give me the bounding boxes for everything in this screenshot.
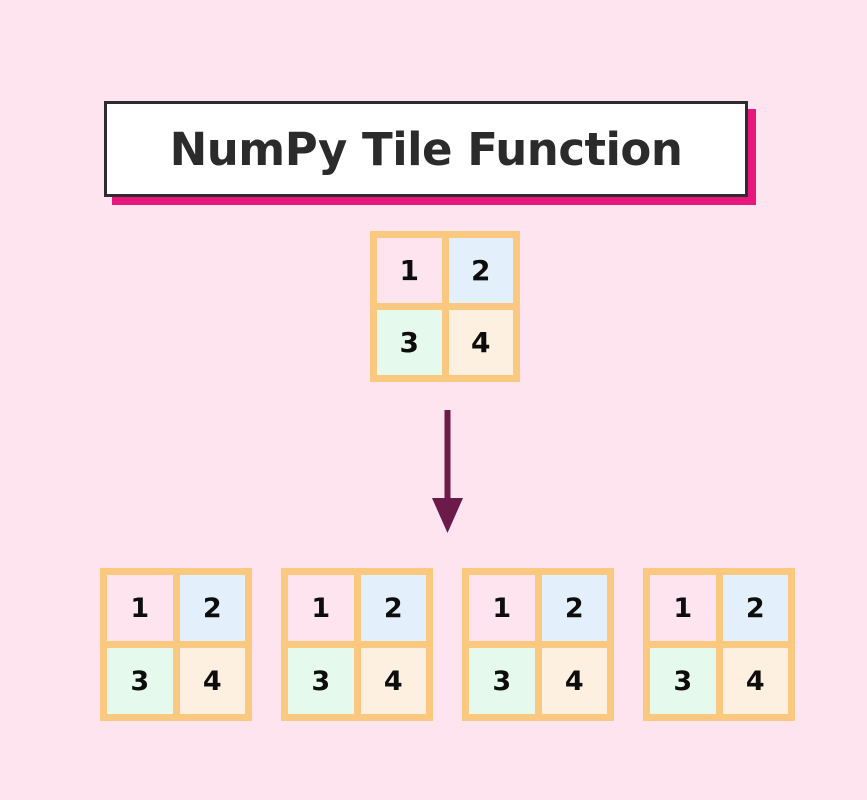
matrix-cell: 1 xyxy=(107,575,173,641)
matrix-cell: 3 xyxy=(377,310,442,375)
matrix-cell: 3 xyxy=(107,648,173,714)
matrix-cell: 3 xyxy=(288,648,354,714)
matrix-cell: 2 xyxy=(448,238,513,303)
title-banner: NumPy Tile Function xyxy=(104,101,756,205)
matrix-cell: 1 xyxy=(650,575,716,641)
page-title: NumPy Tile Function xyxy=(169,122,683,176)
matrix-cell: 2 xyxy=(179,575,245,641)
matrix-cell: 4 xyxy=(722,648,788,714)
matrix-cell: 4 xyxy=(541,648,607,714)
downward-arrow-icon xyxy=(432,410,463,533)
matrix-cell: 1 xyxy=(288,575,354,641)
matrix-cell: 4 xyxy=(179,648,245,714)
matrix-cell: 3 xyxy=(650,648,716,714)
title-banner-box: NumPy Tile Function xyxy=(104,101,748,197)
output-matrix-tile: 1 2 3 4 xyxy=(643,568,795,721)
output-matrix-tile: 1 2 3 4 xyxy=(462,568,614,721)
matrix-cell: 2 xyxy=(360,575,426,641)
matrix-cell: 2 xyxy=(541,575,607,641)
output-matrix-tile: 1 2 3 4 xyxy=(281,568,433,721)
matrix-cell: 4 xyxy=(360,648,426,714)
input-matrix: 1 2 3 4 xyxy=(370,231,520,382)
output-matrix-tile: 1 2 3 4 xyxy=(100,568,252,721)
matrix-cell: 1 xyxy=(469,575,535,641)
matrix-cell: 3 xyxy=(469,648,535,714)
matrix-cell: 2 xyxy=(722,575,788,641)
matrix-cell: 4 xyxy=(448,310,513,375)
matrix-cell: 1 xyxy=(377,238,442,303)
